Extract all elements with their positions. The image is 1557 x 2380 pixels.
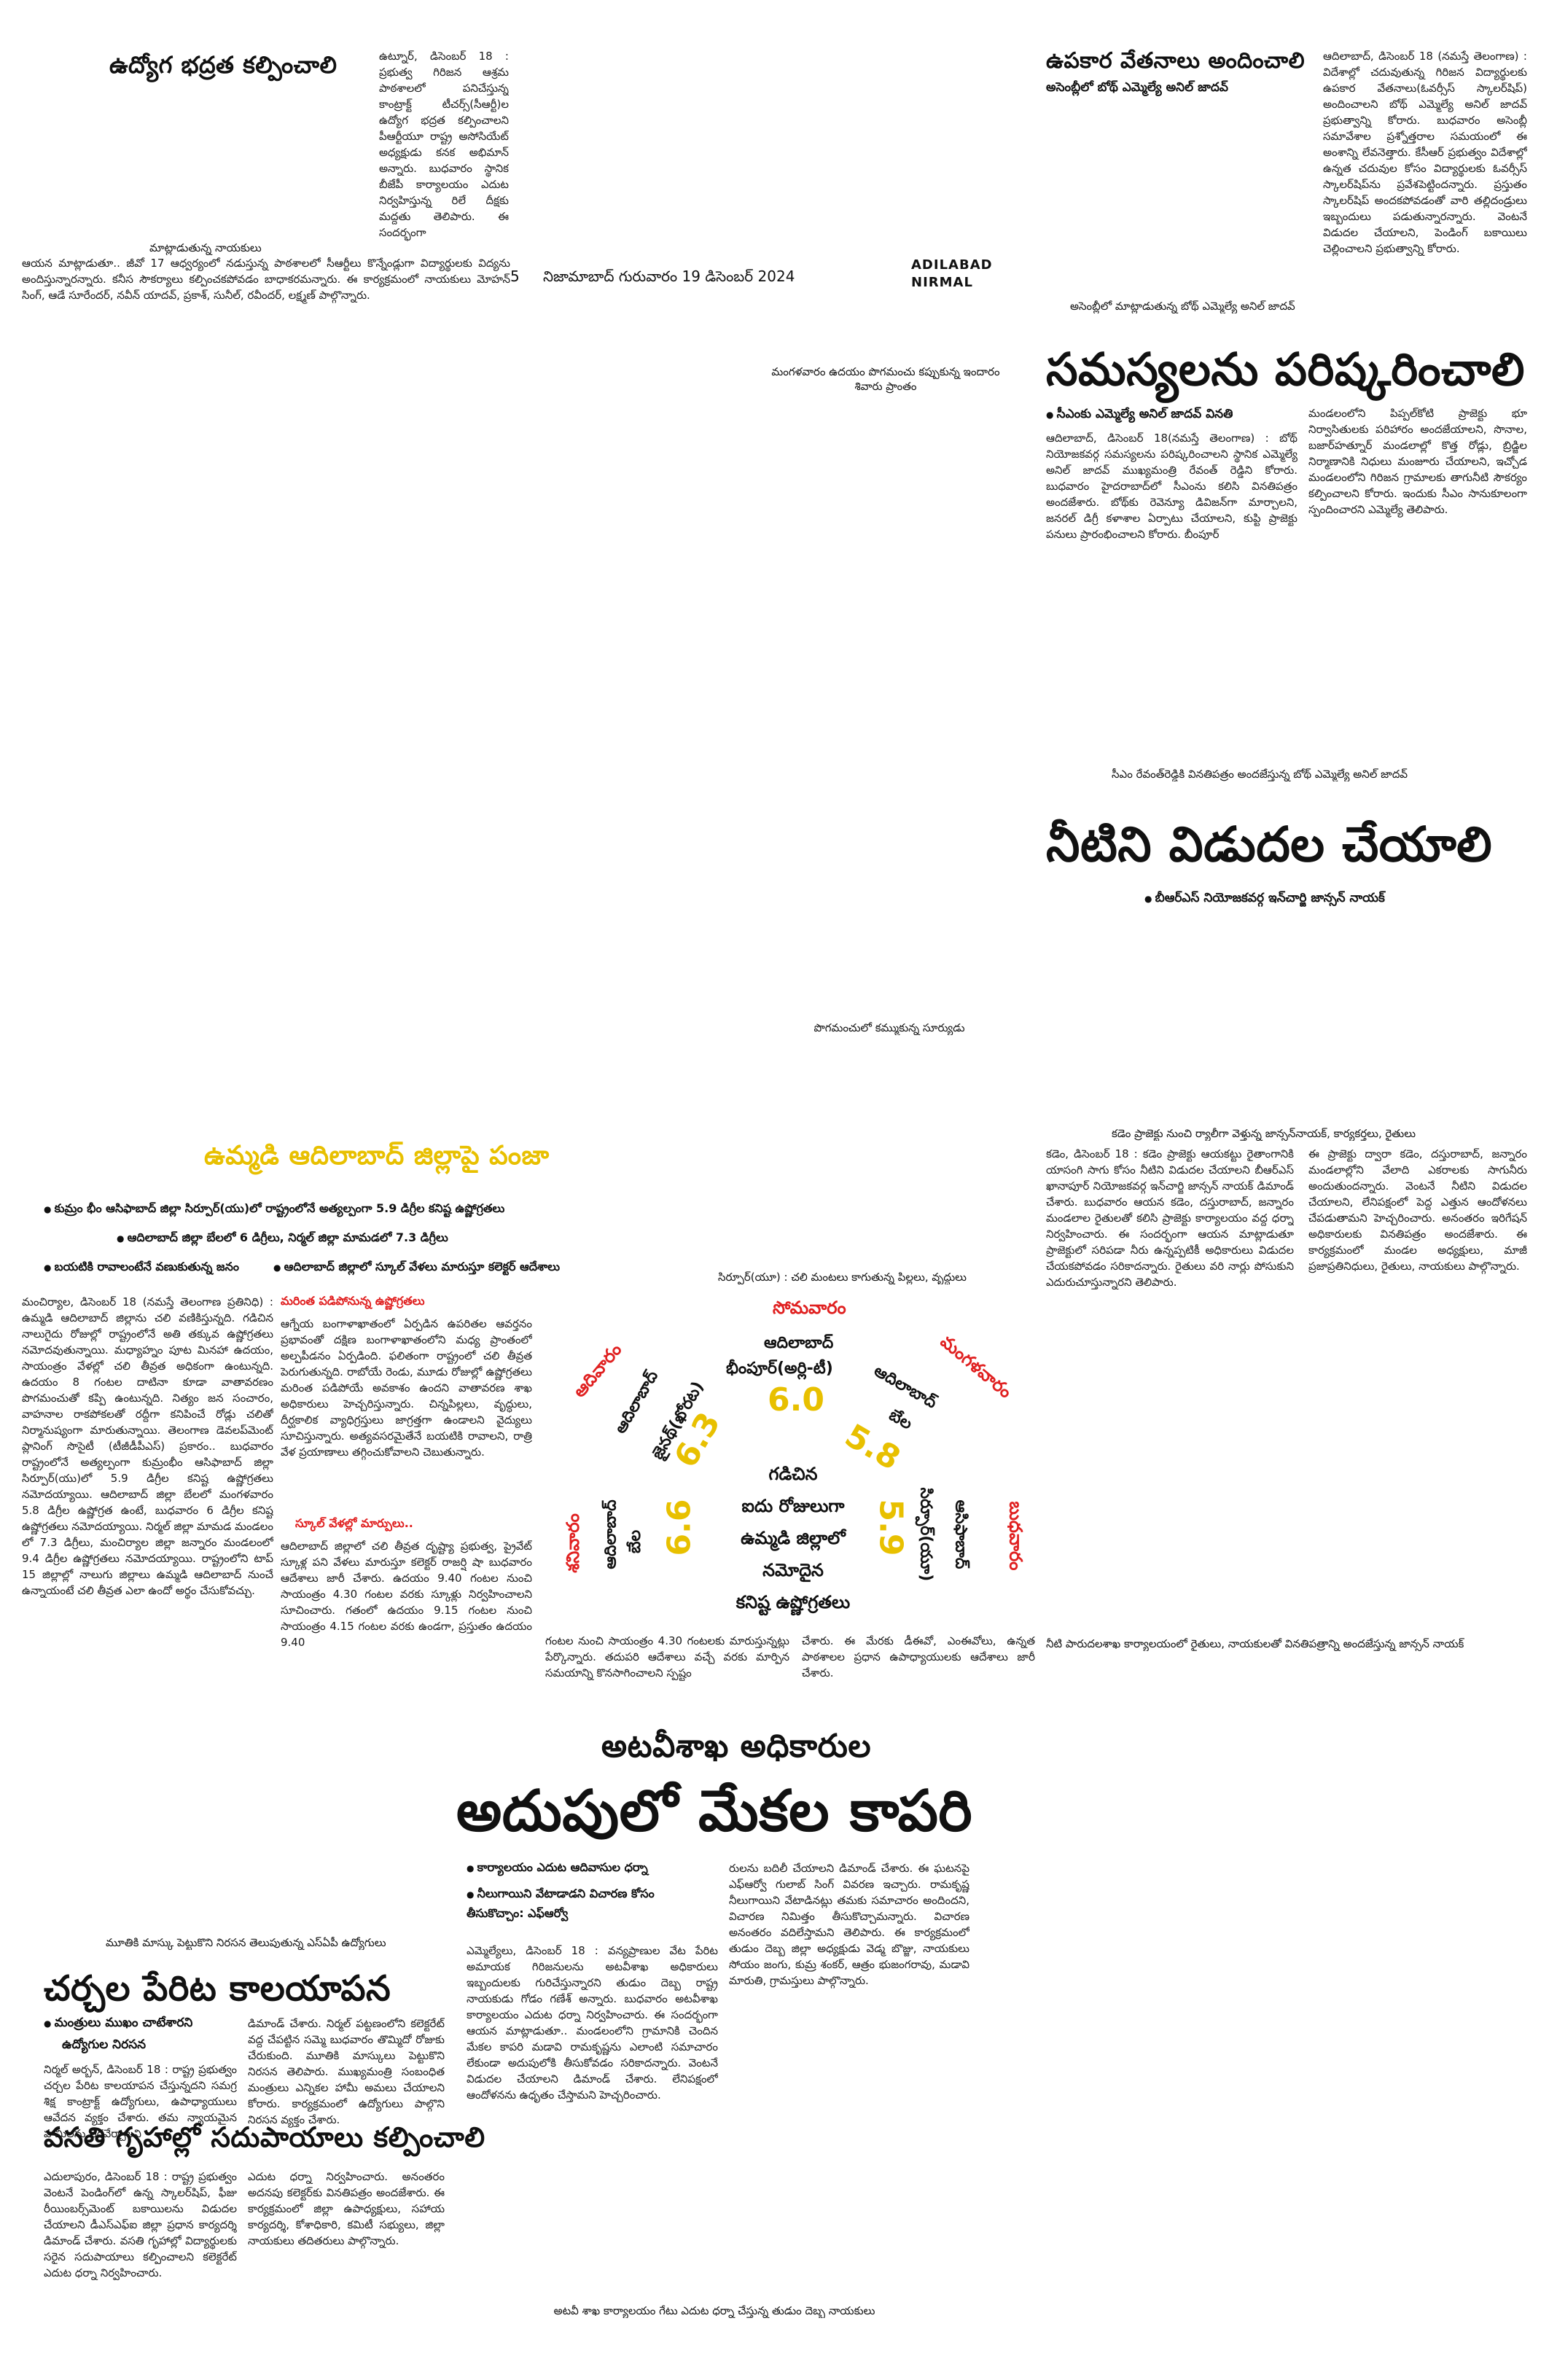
temperature-infographic: సోమవారం మంగళవారం బుధవారం శనివారం ఆదివారం… bbox=[545, 1290, 1041, 1626]
story5-box-heading2: స్కూల్ వేళల్లో మార్పులు.. bbox=[295, 1516, 413, 1530]
infographic-center-text: గడిచిన ఐదు రోజులుగా ఉమ్మడి జిల్లాలో నమోద… bbox=[691, 1458, 895, 1618]
story7-subhead2: ఉద్యోగుల నిరసన bbox=[62, 2037, 147, 2052]
folio-edition: ADILABAD NIRMAL bbox=[911, 257, 993, 292]
story7-photo-caption: మూతికి మాస్కు పెట్టుకొని నిరసన తెలుపుతున… bbox=[106, 1936, 386, 1949]
story3-subhead: సీఎంకు ఎమ్మెల్యే అనిల్ జాదవ్ వినతి bbox=[1046, 407, 1233, 424]
story3-body-b: మండలంలోని పిప్పల్‌కోటి ప్రాజెక్టు భూ నిర… bbox=[1308, 407, 1527, 516]
story4-headline: నీటిని విడుదల చేయాలి bbox=[1046, 816, 1493, 873]
story6-body-a: ఎమ్మెల్యేలు, డిసెంబర్ 18 : వన్యప్రాణుల వ… bbox=[467, 1944, 718, 2102]
place-center-top: భీంపూర్(అర్లి-టీ) bbox=[726, 1359, 833, 1378]
edition-line1: ADILABAD bbox=[911, 257, 993, 273]
story6-body-b: రులను బదిలీ చేయాలని డిమాండ్ చేశారు. ఈ ఘట… bbox=[729, 1862, 969, 1987]
place-right-district: ఆదిలాబాద్ bbox=[870, 1362, 940, 1413]
story5-bullet2: ఆదిలాబాద్ జిల్లా బేలలో 6 డిగ్రీలు, నిర్మ… bbox=[117, 1230, 448, 1247]
story4-body-a: కడెం, డిసెంబర్ 18 : కడెం ప్రాజెక్టు ఆయకట… bbox=[1046, 1147, 1294, 1289]
story5-body-b: ఆగ్నేయ బంగాళాఖాతంలో ఏర్పడిన ఉపరితల ఆవర్త… bbox=[281, 1317, 532, 1459]
story6-photo-caption: అటవీ శాఖ కార్యాలయం గేటు ఎదుట ధర్నా చేస్త… bbox=[553, 2304, 875, 2317]
story4-photo-caption-top: కడెం ప్రాజెక్టు నుంచి ర్యాలీగా వెళ్తున్న… bbox=[1112, 1127, 1416, 1140]
story2-photo-caption: అసెంబ్లీలో మాట్లాడుతున్న బోథ్ ఎమ్మెల్యే … bbox=[1070, 300, 1295, 313]
story6-kicker: అటవీశాఖ అధికారుల bbox=[601, 1728, 872, 1765]
place-left-bottom: బేల bbox=[626, 1529, 645, 1554]
story8-headline: వసతి గృహాల్లో సదుపాయాలు కల్పించాలి bbox=[44, 2121, 485, 2153]
folio-page-number: 5 bbox=[510, 268, 520, 285]
story5-body-e: చేశారు. ఈ మేరకు డీఈవో, ఎంఈవోలు, ఉన్నత పా… bbox=[802, 1634, 1035, 1679]
day-budhavaram: బుధవారం bbox=[1005, 1501, 1026, 1571]
day-adivaram: ఆదివారం bbox=[569, 1339, 626, 1402]
story3-photo-caption: సీఎం రేవంత్‌రెడ్డికి వినతిపత్రం అందజేస్త… bbox=[1112, 768, 1408, 781]
place-left-bottom-district: ఆదిలాబాద్ bbox=[601, 1499, 620, 1569]
story7-headline: చర్చల పేరిట కాలయాపన bbox=[44, 1968, 391, 2009]
story5-box-heading1: మరింత పడిపోనున్న ఉష్ణోగ్రతలు bbox=[281, 1294, 425, 1308]
story2-subhead: అసెంబ్లీలో బోథ్ ఎమ్మెల్యే అనిల్ జాదవ్ bbox=[1046, 80, 1228, 95]
story5-body-a: మంచిర్యాల, డిసెంబర్ 18 (నమస్తే తెలంగాణ ప… bbox=[22, 1295, 273, 1597]
place-center-top-district: ఆదిలాబాద్ bbox=[764, 1334, 834, 1352]
place-right-bottom-district: ఆసిఫాబాద్ bbox=[951, 1499, 970, 1569]
center-text-line: కనిష్ట ఉష్ణోగ్రతలు bbox=[735, 1592, 851, 1612]
story1-body-b: ఆయన మాట్లాడుతూ.. జీవో 17 ఆధ్వర్యంలో నడుస… bbox=[22, 257, 510, 302]
edition-line2: NIRMAL bbox=[911, 275, 973, 290]
story1-body-a: ఉట్నూర్, డిసెంబర్ 18 : ప్రభుత్వ గిరిజన ఆ… bbox=[379, 50, 509, 239]
story7-subhead1: మంత్రులు ముఖం చాటేశారని bbox=[44, 2016, 193, 2033]
day-shanivaram: శనివారం bbox=[562, 1513, 583, 1573]
story6-bullet2: నీలుగాయిని వేటాడాడని విచారణ కోసం తీసుకొచ… bbox=[467, 1884, 700, 1923]
story3-headline: సమస్యలను పరిష్కరించాలి bbox=[1046, 343, 1525, 396]
photo-caption-mangalavaram: మంగళవారం ఉదయం పొగమంచు కప్పుకున్న ఇందారం … bbox=[771, 365, 1000, 393]
story8-body-b: ఎదుట ధర్నా నిర్వహించారు. అనంతరం అదనపు కల… bbox=[248, 2170, 445, 2247]
value-center: 6.0 bbox=[768, 1381, 824, 1419]
photo-caption-sun: పొగమంచులో కమ్ముకున్న సూర్యుడు bbox=[813, 1021, 965, 1034]
place-right: బేల bbox=[886, 1405, 916, 1434]
place-left-district: ఆదిలాబాద్ bbox=[611, 1367, 663, 1437]
story2-body: ఆదిలాబాద్, డిసెంబర్ 18 (నమస్తే తెలంగాణ) … bbox=[1323, 50, 1527, 255]
story3-body-a: ఆదిలాబాద్, డిసెంబర్ 18(నమస్తే తెలంగాణ) :… bbox=[1046, 432, 1298, 541]
story5-bullet3: బయటికి రావాలంటేనే వణుకుతున్న జనం bbox=[44, 1260, 239, 1276]
story5-body-d: గంటల నుంచి సాయంత్రం 4.30 గంటలకు మారుస్తు… bbox=[545, 1634, 789, 1679]
story4-subhead: బీఆర్ఎస్ నియోజకవర్గ ఇన్‌చార్జి జాన్సన్ న… bbox=[1144, 891, 1385, 908]
center-text-line: గడిచిన bbox=[768, 1464, 818, 1484]
day-mangalavaram: మంగళవారం bbox=[936, 1330, 1016, 1402]
center-text-line: ఉమ్మడి జిల్లాలో bbox=[741, 1528, 846, 1548]
story1-headline: ఉద్యోగ భద్రత కల్పించాలి bbox=[109, 51, 337, 79]
story6-bullet1: కార్యాలయం ఎదుట ఆదివాసుల ధర్నా bbox=[467, 1860, 648, 1877]
center-text-line: నమోదైన bbox=[762, 1560, 824, 1580]
story7-body-b: డిమాండ్ చేశారు. నిర్మల్ పట్టణంలోని కలెక్… bbox=[248, 2017, 445, 2126]
folio-dateline: నిజామాబాద్ గురువారం 19 డిసెంబర్ 2024 bbox=[543, 268, 795, 285]
story4-body-b: ఈ ప్రాజెక్టు ద్వారా కడెం, దస్తురాబాద్, జ… bbox=[1308, 1147, 1527, 1273]
story5-headline: ఉమ్మడి ఆదిలాబాద్ జిల్లాపై పంజా bbox=[204, 1141, 550, 1171]
story8-body-a: ఎదులాపురం, డిసెంబర్ 18 : రాష్ట్ర ప్రభుత్… bbox=[44, 2170, 237, 2279]
story5-body-c: ఆదిలాబాద్ జిల్లాలో చలి తీవ్రత దృష్ట్యా ప… bbox=[281, 1540, 532, 1649]
story1-photo-caption: మాట్లాడుతున్న నాయకులు bbox=[149, 241, 262, 254]
story5-photo-caption: సిర్పూర్(యూ) : చలి మంటలు కాగుతున్న పిల్ల… bbox=[718, 1271, 967, 1284]
center-text-line: ఐదు రోజులుగా bbox=[741, 1496, 845, 1516]
day-somavaram: సోమవారం bbox=[773, 1298, 846, 1318]
story5-bullet4: ఆదిలాబాద్ జిల్లాలో స్కూల్ వేళలు మారుస్తూ… bbox=[273, 1260, 560, 1276]
story7-body-a: నిర్మల్ అర్బన్, డిసెంబర్ 18 : రాష్ట్ర ప్… bbox=[44, 2063, 237, 2140]
story2-headline: ఉపకార వేతనాలు అందించాలి bbox=[1046, 48, 1306, 74]
story6-headline: అదుపులో మేకల కాపరి bbox=[456, 1779, 973, 1844]
story4-photo-caption-bottom: నీటి పారుదలశాఖ కార్యాలయంలో రైతులు, నాయకు… bbox=[1046, 1637, 1464, 1650]
story5-bullet1: కుమ్రం భీం ఆసిఫాబాద్ జిల్లా సిర్పూర్(యు)… bbox=[44, 1201, 505, 1218]
place-right-bottom: సిర్పూర్(యూ) bbox=[916, 1487, 935, 1582]
